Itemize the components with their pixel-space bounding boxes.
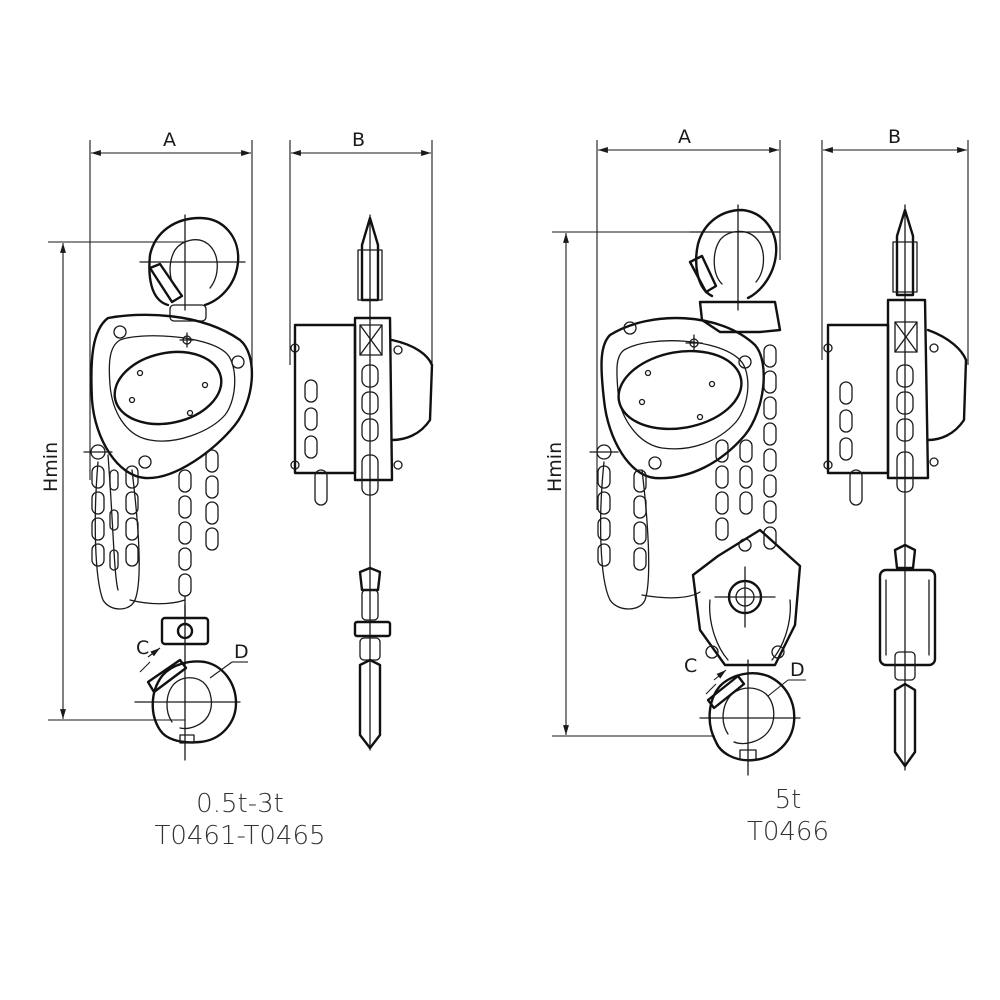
right-label-d: D (790, 659, 805, 681)
left-label-hmin: Hmin (40, 442, 62, 492)
right-hand-chain (589, 444, 701, 610)
right-front-view: A Hmin (544, 126, 806, 776)
right-dimension-a: A (596, 126, 781, 510)
left-caption: 0.5t-3t T0461-T0465 (90, 788, 390, 852)
right-capacity-label: 5t (774, 785, 802, 815)
right-model-label: T0466 (746, 817, 830, 847)
right-label-hmin: Hmin (544, 442, 566, 492)
left-load-chain (129, 449, 219, 626)
left-top-hook (139, 214, 246, 322)
left-front-view: A Hmin (40, 129, 254, 761)
left-dimension-a: A (89, 129, 253, 480)
left-dimension-b: B (289, 129, 433, 370)
right-side-view: B (821, 126, 969, 771)
left-label-c: C (136, 637, 149, 659)
left-label-b: B (352, 129, 365, 151)
left-bottom-hook: C D (134, 604, 249, 761)
right-top-hook (688, 204, 782, 334)
left-model-label: T0461-T0465 (154, 821, 326, 851)
left-gear-body (90, 313, 254, 480)
left-label-d: D (234, 641, 249, 663)
right-dimension-b: B (821, 126, 969, 365)
left-hand-chain (83, 444, 140, 610)
right-pulley-block (691, 528, 802, 667)
left-capacity-label: 0.5t-3t (196, 789, 284, 819)
right-load-chain (715, 344, 777, 550)
right-label-a: A (678, 126, 691, 148)
right-gear-body (600, 316, 765, 480)
right-bottom-hook: C D (684, 655, 806, 776)
left-label-a: A (163, 129, 176, 151)
left-side-view: B (289, 129, 434, 751)
right-label-c: C (684, 655, 697, 677)
right-caption: 5t T0466 (638, 784, 938, 848)
left-dimension-hmin: Hmin (40, 241, 185, 721)
right-label-b: B (888, 126, 901, 148)
